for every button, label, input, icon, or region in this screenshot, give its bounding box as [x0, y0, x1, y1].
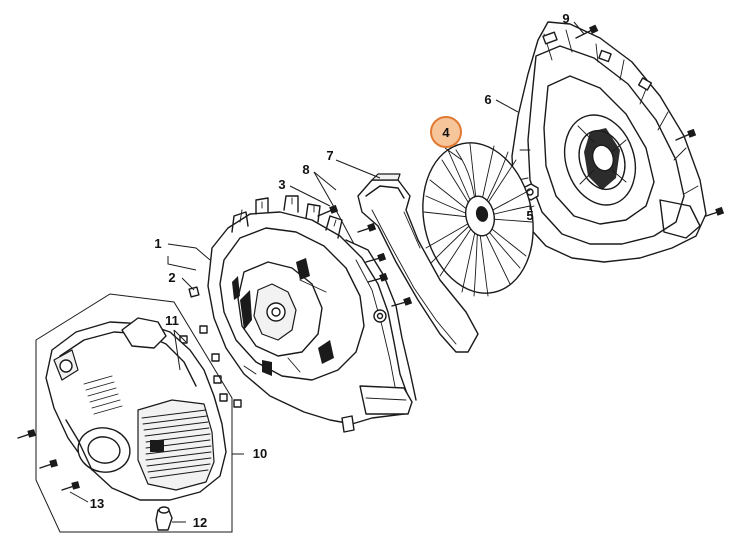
callout-4[interactable]: 4 — [442, 125, 450, 140]
leader-lines — [35, 21, 585, 533]
fan-housing-rear — [511, 21, 707, 263]
callout-6[interactable]: 6 — [484, 92, 491, 107]
grommet-12 — [155, 506, 173, 531]
callout-13[interactable]: 13 — [90, 496, 104, 511]
housing-screws — [179, 204, 413, 408]
cover-screws-13 — [17, 429, 80, 491]
callout-5[interactable]: 5 — [526, 208, 533, 223]
air-duct-7 — [357, 173, 479, 353]
callout-8[interactable]: 8 — [302, 162, 309, 177]
callout-9[interactable]: 9 — [562, 11, 569, 26]
impeller-fan-4 — [422, 142, 534, 297]
callout-7[interactable]: 7 — [326, 148, 333, 163]
callout-2[interactable]: 2 — [168, 270, 175, 285]
callout-12[interactable]: 12 — [193, 515, 207, 530]
callout-1[interactable]: 1 — [154, 236, 161, 251]
callout-3[interactable]: 3 — [278, 177, 285, 192]
blower-housing-1 — [207, 195, 417, 433]
callout-labels: 4 1 2 3 5 6 7 8 9 10 11 12 13 — [90, 11, 570, 530]
callout-10[interactable]: 10 — [253, 446, 267, 461]
housing-screws-right — [675, 128, 725, 217]
highlight-circle — [430, 116, 462, 148]
callout-11[interactable]: 11 — [165, 313, 179, 328]
engine-cover-10 — [45, 317, 227, 501]
